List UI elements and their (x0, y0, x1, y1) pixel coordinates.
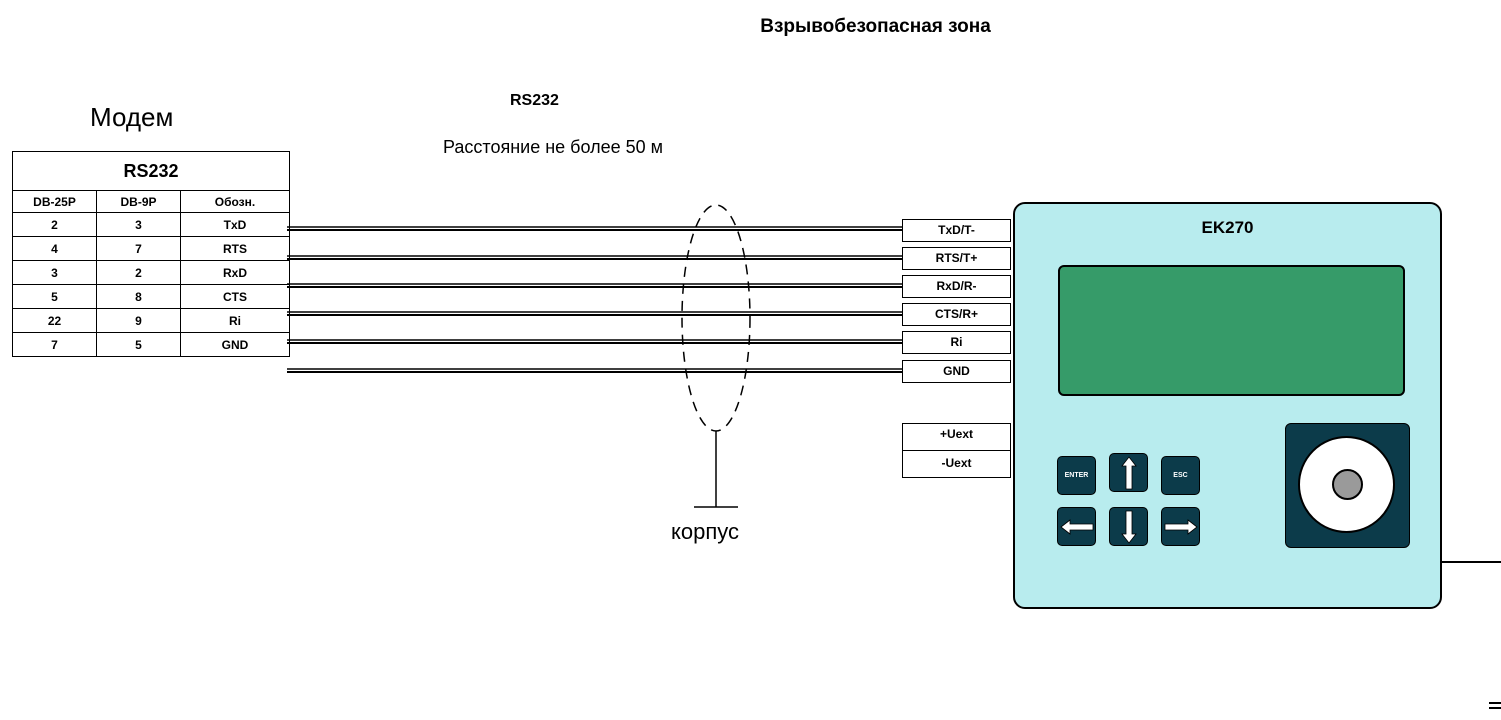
down-arrow-icon (1120, 510, 1137, 544)
db9-pin: 9 (96, 308, 181, 333)
db25-pin: 3 (12, 260, 97, 285)
esc-key-label: ESC (1173, 472, 1188, 479)
modem-pin-table: RS232 DB-25P DB-9P Обозн. 2 3 TxD 4 7 RT… (12, 151, 290, 357)
db25-pin: 4 (12, 236, 97, 261)
column-header: Обозн. (180, 190, 290, 213)
cable-label: RS232 (510, 92, 559, 109)
table-row: 5 8 CTS (12, 284, 290, 309)
device-display (1058, 265, 1405, 396)
terminal-rxd: RxD/R- (902, 275, 1011, 298)
ground-label: корпус (671, 519, 740, 544)
db25-pin: 2 (12, 212, 97, 237)
db25-pin: 7 (12, 332, 97, 357)
left-key[interactable] (1057, 507, 1096, 546)
table-title: RS232 (12, 151, 290, 191)
db9-pin: 2 (96, 260, 181, 285)
signal-name: RxD (180, 260, 290, 285)
signal-name: Ri (180, 308, 290, 333)
db9-pin: 5 (96, 332, 181, 357)
table-row: 4 7 RTS (12, 236, 290, 261)
terminal-uext-minus: -Uext (902, 450, 1011, 478)
signal-name: CTS (180, 284, 290, 309)
column-header: DB-25P (12, 190, 97, 213)
zone-title: Взрывобезопасная зона (760, 16, 991, 37)
right-arrow-icon (1164, 518, 1198, 535)
corner-mark (1489, 702, 1501, 709)
device-title: EK270 (1201, 218, 1254, 237)
table-row: 3 2 RxD (12, 260, 290, 285)
up-arrow-icon (1120, 455, 1137, 489)
terminal-rts: RTS/T+ (902, 247, 1011, 270)
terminal-txd: TxD/T- (902, 219, 1011, 242)
db25-pin: 22 (12, 308, 97, 333)
signal-name: TxD (180, 212, 290, 237)
right-key[interactable] (1161, 507, 1200, 546)
terminal-ri: Ri (902, 331, 1011, 354)
table-row: 2 3 TxD (12, 212, 290, 237)
knob-center-icon (1332, 469, 1363, 500)
db9-pin: 3 (96, 212, 181, 237)
enter-key[interactable]: ENTER (1057, 456, 1096, 495)
column-header: DB-9P (96, 190, 181, 213)
terminal-cts: CTS/R+ (902, 303, 1011, 326)
enter-key-label: ENTER (1064, 472, 1089, 479)
terminal-uext-plus: +Uext (902, 423, 1011, 451)
up-key[interactable] (1109, 453, 1148, 492)
modem-title: Модем (90, 102, 174, 132)
cable-shield (681, 204, 751, 432)
db25-pin: 5 (12, 284, 97, 309)
distance-label: Расстояние не более 50 м (443, 137, 664, 157)
table-row: 7 5 GND (12, 332, 290, 357)
ground-symbol (694, 431, 738, 508)
table-row: 22 9 Ri (12, 308, 290, 333)
db9-pin: 7 (96, 236, 181, 261)
left-arrow-icon (1059, 518, 1093, 535)
down-key[interactable] (1109, 507, 1148, 546)
db9-pin: 8 (96, 284, 181, 309)
esc-key[interactable]: ESC (1161, 456, 1200, 495)
signal-name: RTS (180, 236, 290, 261)
terminal-gnd: GND (902, 360, 1011, 383)
signal-name: GND (180, 332, 290, 357)
